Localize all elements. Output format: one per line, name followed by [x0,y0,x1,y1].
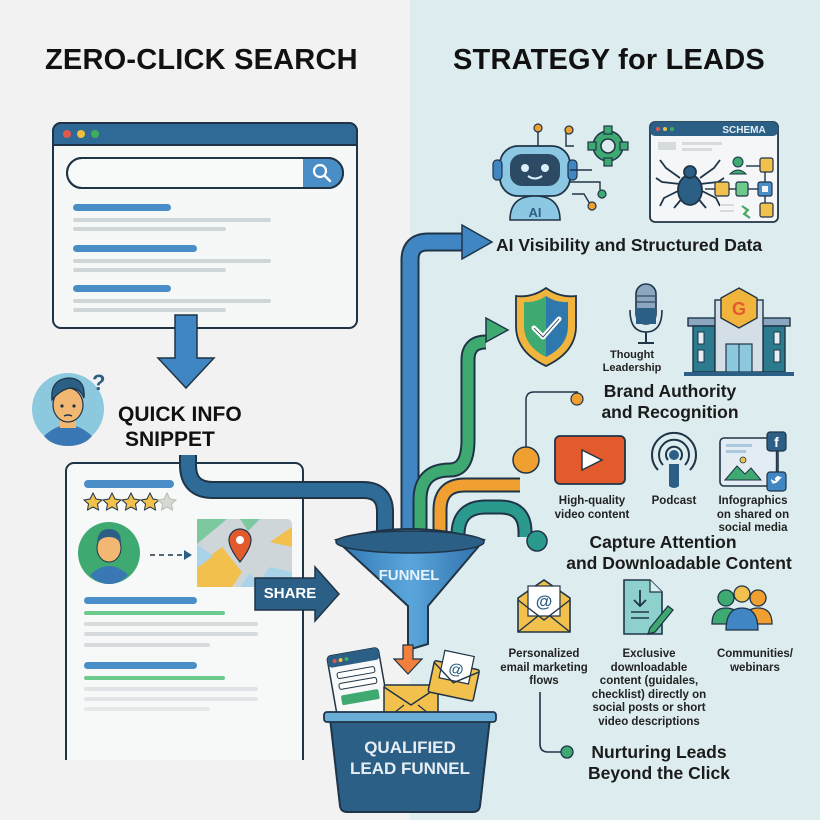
thought-leadership-line-2: Leadership [602,361,662,374]
facebook-icon: f [774,434,779,450]
google-building-icon: G [684,287,794,376]
video-label-line-2: video content [554,508,630,521]
snippet-to-funnel-pipe [179,455,394,552]
schema-window-icon: SCHEMA [649,121,779,223]
download-label-line-2: downloadable [610,661,688,674]
nurturing-connector-line [539,692,574,759]
shield-check-icon [515,286,577,367]
window-dot-green-icon [91,130,99,138]
search-results-list [73,204,271,312]
download-label-line-3: content (guidales, [599,675,699,687]
share-label: SHARE [263,585,317,602]
podcast-icon [651,431,697,488]
capture-heading-line-2: and Downloadable Content [566,553,792,573]
down-arrow-icon [156,314,216,390]
capture-section-icons: f [554,431,787,492]
infographics-line-3: social media [718,522,788,534]
ai-section-icons: AI SCHEMA [492,121,779,223]
email-label-line-2: email marketing [500,661,588,674]
star-rating [82,491,178,511]
infographics-label: Infographics on shared on social media [708,495,798,536]
funnel-label: FUNNEL [378,567,440,584]
infographic-social-icon: f [719,431,787,492]
brand-authority-arrow [412,316,510,560]
download-label-line-6: video descriptions [598,715,700,728]
email-label-line-3: flows [529,675,559,687]
ai-visibility-heading: AI Visibility and Structured Data [496,235,763,255]
question-mark-icon: ? [92,370,105,395]
nurturing-heading-line-1: Nurturing Leads [591,742,727,762]
brand-authority-heading: Brand Authority and Recognition [590,381,750,423]
share-arrow-button[interactable] [254,565,341,623]
nurturing-arrow [450,499,548,560]
search-input[interactable] [66,157,344,189]
communities-line-1: Communities/ [716,648,794,660]
community-people-icon [711,585,773,631]
download-label-line-4: checklist) directly on [591,688,707,701]
infographics-line-2: on shared on [716,508,790,521]
capture-heading-line-1: Capture Attention [589,532,737,552]
download-label-line-5: social posts or short [592,702,706,714]
structured-data-graph-icon [705,156,774,219]
schema-label: SCHEMA [722,125,765,136]
capture-attention-heading: Capture Attention and Downloadable Conte… [554,532,804,574]
funnel-icon [334,528,486,652]
svg-text:@: @ [536,592,553,611]
communities-line-2: webinars [730,661,780,674]
snippet-heading-line-1: QUICK INFO [118,403,242,426]
video-label-line-1: High-quality [558,495,626,507]
ai-visibility-arrow [400,223,494,560]
search-icon[interactable] [312,163,332,183]
svg-text:G: G [732,299,746,319]
confused-user-avatar: ? [32,370,105,446]
email-at-icon: @ [517,579,571,633]
map-icon [197,519,292,587]
snippet-heading-line-2: SNIPPET [125,428,215,451]
brand-section-icons: G [515,283,794,376]
communities-label: Communities/ webinars [705,648,805,675]
snippet-heading: QUICK INFO SNIPPET [112,402,262,452]
bin-label: QUALIFIED LEAD FUNNEL [330,737,490,779]
download-label-line-1: Exclusive [622,648,676,660]
video-content-label: High-quality video content [548,495,636,522]
download-document-icon [623,579,674,635]
email-marketing-label: Personalized email marketing flows [494,648,594,689]
svg-text:@: @ [447,660,465,680]
nurturing-heading-line-2: Beyond the Click [588,763,730,783]
infographics-line-1: Infographics [718,495,788,507]
bin-label-line-1: QUALIFIED [364,738,456,757]
nurturing-section-icons: @ [517,579,773,635]
brand-connector-dot-icon [570,392,584,406]
thought-leadership-line-1: Thought [610,349,654,361]
email-label-line-1: Personalized [508,648,580,660]
gear-icon [587,125,629,167]
twitter-icon [771,476,782,484]
brand-connector-line [525,391,578,455]
funnel-output-arrow [392,644,424,675]
qualified-lead-bin: @ [323,647,497,813]
podcast-label: Podcast [651,495,697,507]
left-panel-title: ZERO-CLICK SEARCH [45,44,358,76]
microphone-icon [629,283,663,344]
ai-robot-icon: AI [492,123,607,221]
video-play-icon [554,435,626,485]
map-pin-icon [228,528,252,563]
brand-heading-line-1: Brand Authority [603,381,737,401]
user-avatar-icon [78,522,140,584]
brand-heading-line-2: and Recognition [601,402,739,422]
right-panel-title: STRATEGY for LEADS [453,44,765,76]
capture-attention-arrow [432,446,540,560]
snippet-card [60,462,310,820]
window-dot-red-icon [63,130,71,138]
thought-leadership-label: Thought Leadership [597,349,667,374]
email-at-icon: @ [427,649,480,702]
window-dot-yellow-icon [77,130,85,138]
downloadable-content-label: Exclusive downloadable content (guidales… [586,648,712,729]
search-browser-window [52,122,358,329]
nurturing-heading: Nurturing Leads Beyond the Click [574,742,744,784]
web-form-icon [326,647,391,726]
svg-text:AI: AI [529,205,542,220]
bin-label-line-2: LEAD FUNNEL [350,759,470,778]
